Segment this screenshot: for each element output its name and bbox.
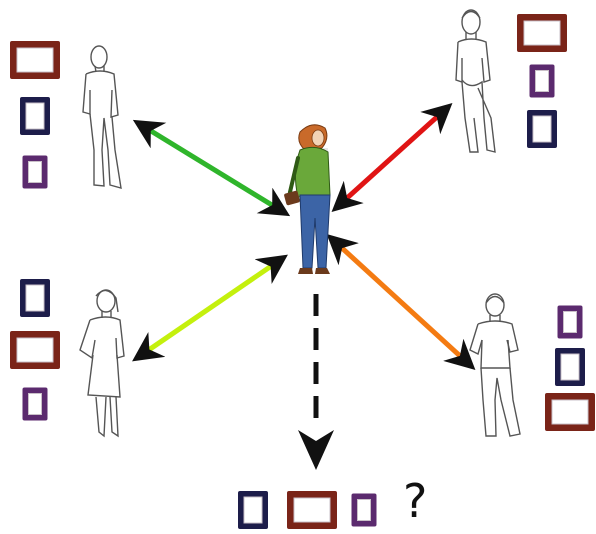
person-top-left xyxy=(82,45,122,189)
frame-top-right-1-red xyxy=(517,14,567,52)
question-mark: ? xyxy=(403,474,428,528)
arrow-bottom-right xyxy=(326,233,476,371)
result-frame-3-purple xyxy=(351,493,377,527)
frame-top-left-3-purple xyxy=(22,155,48,189)
arrow-bottom-left xyxy=(132,254,288,362)
result-frame-2-red xyxy=(287,491,337,529)
frame-top-left-2-navy xyxy=(20,97,50,135)
frame-top-right-2-purple xyxy=(529,64,555,98)
frames-layer xyxy=(10,14,595,529)
result-frame-1-navy xyxy=(238,491,268,529)
frame-bottom-right-1-purple xyxy=(557,305,583,339)
person-bottom-left xyxy=(79,289,125,438)
frame-bottom-left-3-purple xyxy=(22,387,48,421)
person-center xyxy=(284,124,331,274)
frame-top-left-1-red xyxy=(10,41,60,79)
frame-bottom-right-3-red xyxy=(545,393,595,431)
frame-bottom-left-2-red xyxy=(10,331,60,369)
frame-bottom-right-2-navy xyxy=(555,348,585,386)
person-top-right xyxy=(455,9,496,153)
frame-bottom-left-1-navy xyxy=(20,279,50,317)
arrow-top-left xyxy=(132,119,291,217)
person-bottom-right xyxy=(469,293,521,437)
frame-top-right-3-navy xyxy=(527,110,557,148)
arrow-dashed-down xyxy=(298,294,334,470)
arrow-top-right xyxy=(331,102,453,213)
